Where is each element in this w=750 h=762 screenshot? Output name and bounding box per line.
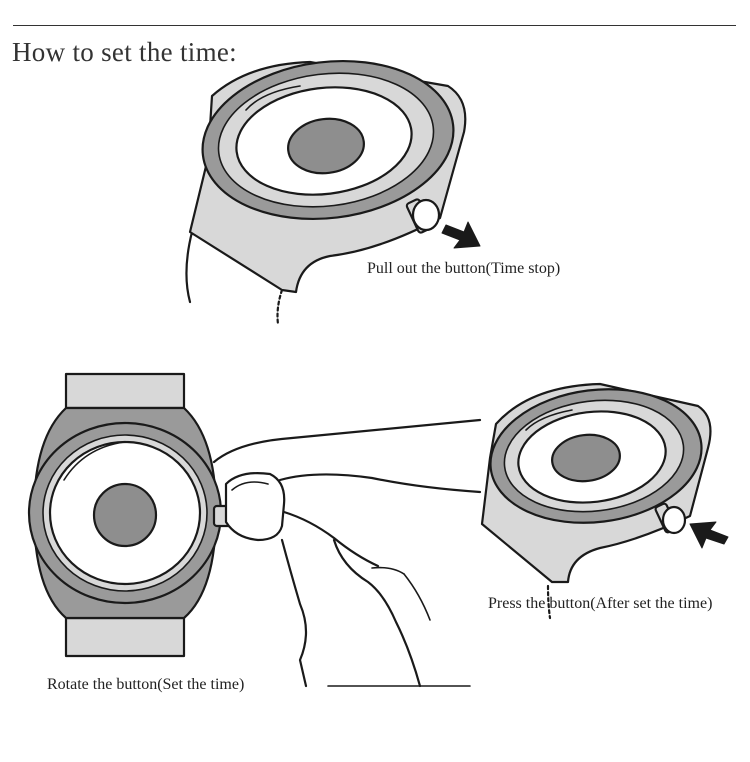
step-pull-caption: Pull out the button(Time stop)	[367, 260, 561, 277]
watch-front-view	[27, 372, 234, 658]
watch-press-crown	[480, 382, 712, 620]
arrow-outward-icon	[441, 221, 481, 249]
header-rule	[13, 25, 736, 26]
step-rotate-caption: Rotate the button(Set the time)	[47, 676, 245, 693]
page-title: How to set the time:	[12, 37, 237, 67]
step-press-caption: Press the button(After set the time)	[488, 595, 713, 612]
watch-pull-crown	[185, 59, 467, 326]
hand-illustration	[212, 418, 482, 688]
arrow-inward-icon	[689, 521, 729, 549]
